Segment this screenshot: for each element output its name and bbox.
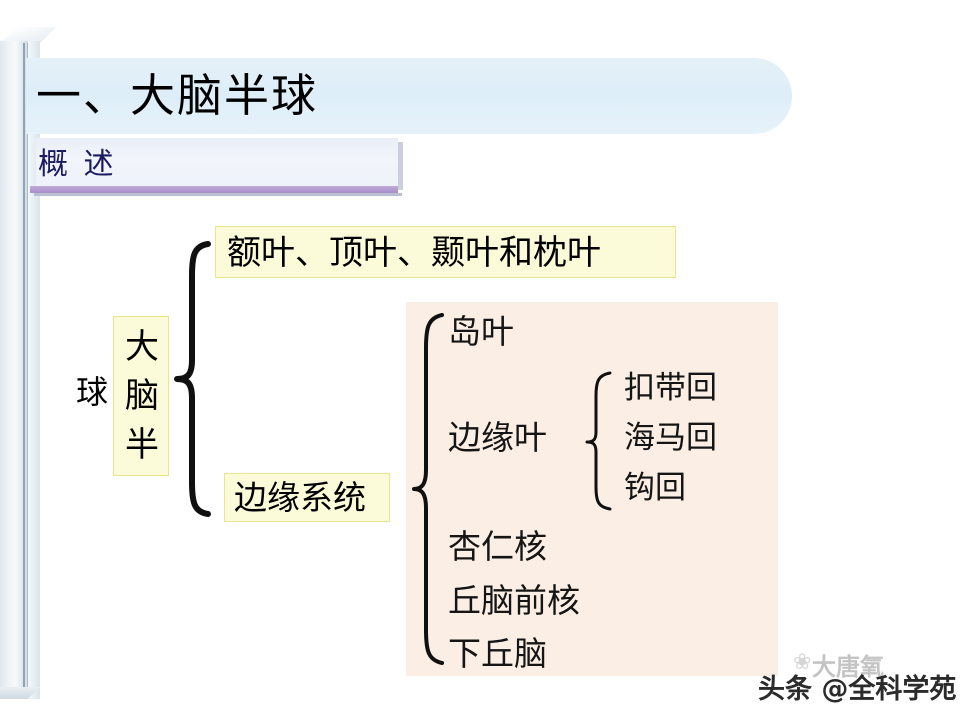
- page-title: 一、大脑半球: [36, 69, 319, 122]
- limbic-item-3: 丘脑前核: [448, 581, 580, 620]
- subtitle-rule-shadow: [34, 193, 402, 196]
- limbic-lobe-subbrace-icon: [585, 371, 612, 511]
- limbic-item-0: 岛叶: [448, 312, 514, 351]
- section-subtitle: 概 述: [38, 147, 117, 182]
- limbic-system-label: 边缘系统: [234, 478, 366, 517]
- subtitle-band-shadow: [398, 142, 403, 190]
- cortical-lobes-box: 额叶、顶叶、颞叶和枕叶: [215, 226, 676, 278]
- left-bar-side-face: [28, 41, 40, 699]
- limbic-item-4: 下丘脑: [448, 634, 547, 673]
- watermark-flower-icon: ❀: [793, 650, 812, 675]
- subtitle-rule: [30, 186, 398, 193]
- left-decorative-bar: [0, 27, 57, 699]
- limbic-lobe-sub-item-2: 钩回: [624, 470, 686, 506]
- limbic-item-2: 杏仁核: [448, 527, 547, 566]
- watermark-faint: 大唐氧: [812, 653, 884, 681]
- root-term-box: 大脑半: [113, 316, 169, 476]
- limbic-lobe-sub-item-0: 扣带回: [624, 370, 717, 406]
- limbic-system-box: 边缘系统: [224, 473, 390, 522]
- root-brace-icon: [174, 241, 211, 517]
- title-banner: [26, 58, 792, 134]
- limbic-system-panel: [406, 302, 778, 676]
- root-term-label: 大脑半: [125, 327, 159, 465]
- left-bar-edge-dark: [23, 43, 25, 699]
- cortical-lobes-label: 额叶、顶叶、颞叶和枕叶: [227, 233, 601, 273]
- limbic-components-brace-icon: [412, 313, 444, 665]
- watermark-main: 头条 @全科学苑: [758, 674, 957, 705]
- subtitle-band: [36, 138, 398, 186]
- root-term-trailing-char: 球: [76, 373, 109, 411]
- left-bar-edge-light: [27, 43, 28, 699]
- limbic-lobe-sub-item-1: 海马回: [624, 420, 717, 456]
- limbic-item-1: 边缘叶: [448, 418, 547, 457]
